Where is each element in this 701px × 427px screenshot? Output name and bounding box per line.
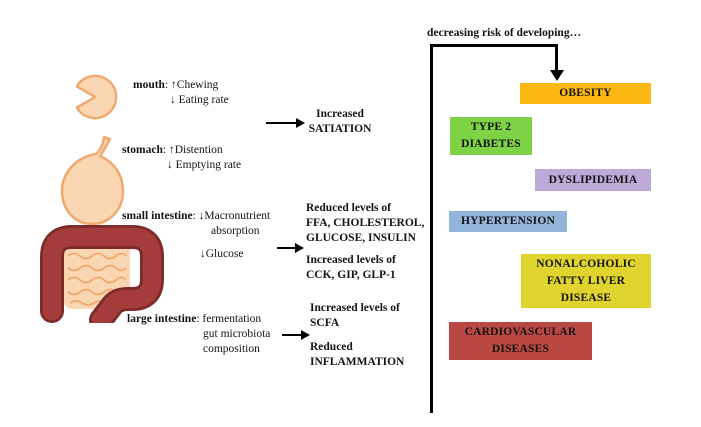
small-intestine-label: small intestine: ↓Macronutrient absorpti… — [122, 209, 270, 262]
stomach-label-line2: ↓ Emptying rate — [167, 159, 242, 171]
bracket-down-arrowhead-icon — [549, 70, 564, 81]
intestines-icon — [40, 225, 164, 323]
si-reduced-line1: Reduced levels of — [306, 202, 391, 214]
stomach-name: stomach — [122, 144, 163, 156]
li-reduced-line1: Reduced — [310, 341, 353, 353]
li-increased-line1: Increased levels of — [310, 302, 400, 314]
disease-label-cardiovascular: CARDIOVASCULAR DISEASES — [464, 326, 577, 355]
mouth-label-line1: mouth: ↑Chewing — [133, 79, 219, 91]
mouth-icon — [75, 74, 118, 120]
disease-box-cardiovascular: CARDIOVASCULAR DISEASES — [449, 322, 592, 360]
disease-label-type-2-diabetes: TYPE 2 DIABETES — [461, 121, 521, 150]
large-intestine-label-line3: composition — [203, 343, 260, 355]
disease-box-obesity: OBESITY — [520, 83, 651, 104]
disease-label-nafld: NONALCOHOLIC FATTY LIVER DISEASE — [536, 257, 636, 304]
bracket-vertical-line — [430, 44, 433, 413]
disease-label-obesity: OBESITY — [559, 87, 612, 99]
large-intestine-arrow-icon — [282, 329, 310, 340]
si-reduced-line3: GLUCOSE, INSULIN — [306, 232, 416, 244]
large-intestine-outline — [40, 225, 164, 323]
si-increased-line1: Increased levels of — [306, 254, 396, 266]
small-intestine-reduced-outcome: Reduced levels of FFA, CHOLESTEROL, GLUC… — [306, 201, 424, 246]
large-intestine-reduced-outcome: Reduced INFLAMMATION — [310, 340, 404, 370]
decreasing-risk-title: decreasing risk of developing… — [427, 27, 582, 39]
mouth-name: mouth — [133, 79, 165, 91]
large-intestine-name: large intestine — [127, 313, 197, 325]
li-increased-line2: SCFA — [310, 317, 340, 329]
small-intestine-label-line3: ↓Glucose — [200, 248, 244, 260]
disease-label-hypertension: HYPERTENSION — [460, 215, 555, 227]
small-intestine-label-line1: small intestine: ↓Macronutrient — [122, 210, 271, 222]
large-intestine-label-line2: gut microbiota — [203, 328, 271, 340]
bracket-stub-line — [555, 44, 558, 72]
large-intestine-label: large intestine: fermentation gut microb… — [127, 312, 270, 357]
large-intestine-label-line1: large intestine: fermentation — [127, 313, 262, 325]
bracket-horizontal-line — [430, 44, 558, 47]
satiation-outcome: Increased SATIATION — [297, 107, 383, 137]
mouth-label-line2: ↓ Eating rate — [170, 94, 229, 106]
small-intestine-increased-outcome: Increased levels of CCK, GIP, GLP-1 — [306, 253, 396, 283]
satiation-line1: Increased — [316, 108, 364, 120]
disease-label-dyslipidemia: DYSLIPIDEMIA — [548, 173, 638, 186]
si-reduced-line2: FFA, CHOLESTEROL, — [306, 217, 425, 229]
small-intestine-label-line2: absorption — [211, 225, 260, 237]
disease-box-nafld: NONALCOHOLIC FATTY LIVER DISEASE — [521, 254, 651, 308]
stomach-label: stomach: ↑Distention ↓ Emptying rate — [122, 143, 241, 173]
stomach-label-line1: stomach: ↑Distention — [122, 144, 223, 156]
mouth-label: mouth: ↑Chewing ↓ Eating rate — [133, 78, 229, 108]
small-intestine-name: small intestine — [122, 210, 193, 222]
satiation-arrow-icon — [266, 117, 305, 128]
stomach-icon — [60, 135, 125, 226]
disease-box-hypertension: HYPERTENSION — [449, 211, 567, 232]
li-reduced-line2: INFLAMMATION — [310, 356, 405, 368]
si-increased-line2: CCK, GIP, GLP-1 — [306, 269, 396, 281]
disease-box-type-2-diabetes: TYPE 2 DIABETES — [450, 117, 532, 155]
small-intestine-arrow-icon — [277, 242, 304, 253]
satiation-line2: SATIATION — [308, 123, 372, 135]
large-intestine-increased-outcome: Increased levels of SCFA — [310, 301, 400, 331]
disease-box-dyslipidemia: DYSLIPIDEMIA — [535, 169, 651, 191]
